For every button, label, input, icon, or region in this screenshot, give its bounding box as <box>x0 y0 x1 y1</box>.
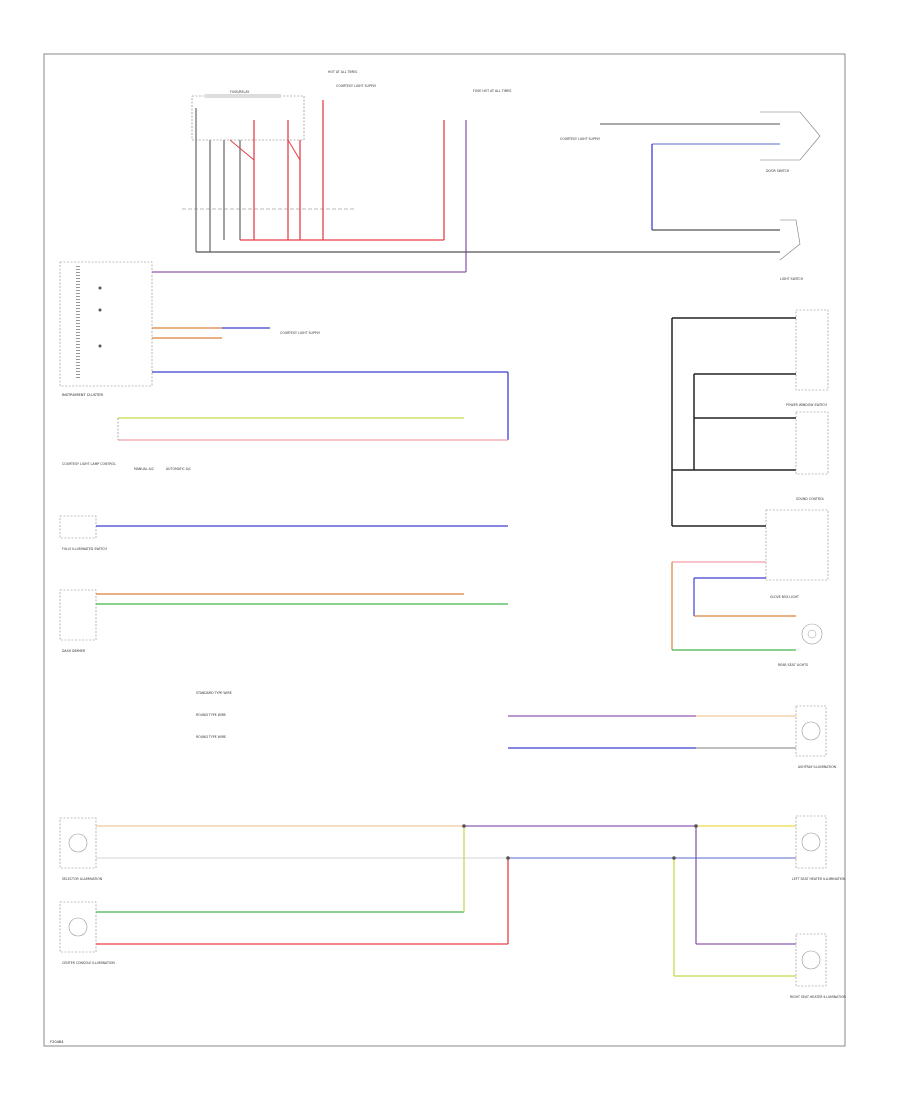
hot-at-all-times-label: HOT AT ALL TIMES <box>328 70 357 74</box>
light-switch-label: LIGHT SWITCH <box>780 277 804 281</box>
power-window-switch-label: POWER WINDOW SWITCH <box>786 403 828 407</box>
note-1: STANDARD TYPE WIRE <box>196 691 232 695</box>
instrument-cluster-label: INSTRUMENT CLUSTER <box>62 393 103 397</box>
sound-control-label: SOUND CONTROL <box>796 497 825 501</box>
figure-code: F20484 <box>50 1040 64 1044</box>
selector-illumination-label: SELECTOR ILLUMINATION <box>62 877 103 881</box>
courtesy-lamp-supply-label: COURTESY LIGHT SUPPLY <box>280 331 320 335</box>
fuse-block <box>182 94 780 272</box>
note-2: ROUND TYPE WIRE <box>196 713 226 717</box>
door-switch-label: DOOR SWITCH <box>766 169 790 173</box>
center-console-illumination-label: CENTER CONSOLE ILLUMINATION <box>62 961 115 965</box>
ashtray-illumination-label: ASHTRAY ILLUMINATION <box>798 765 837 769</box>
diagram-border <box>43 53 846 1047</box>
note-3: ROUND TYPE WIRE <box>196 735 226 739</box>
dash-dimmer <box>59 589 97 641</box>
manual-ac-label: MANUAL A/C <box>134 467 155 471</box>
left-seat-heater-label: LEFT SEAT HEATER ILLUMINATION <box>792 877 846 881</box>
fully-illuminated-switch <box>59 515 97 539</box>
instrument-cluster <box>59 261 153 387</box>
courtesy-light-sw-label: COURTESY LIGHT SUPPLY <box>560 137 600 141</box>
rear-seat-lights-label: REAR SEAT LIGHTS <box>778 663 808 667</box>
right-harness <box>671 309 829 651</box>
door-switch <box>600 111 821 261</box>
fully-illuminated-switch-label: FULLY ILLUMINATED SWITCH <box>62 547 107 551</box>
courtesy-light-supply-label: COURTESY LIGHT SUPPLY <box>336 84 376 88</box>
ashtray-illumination <box>795 705 827 757</box>
dash-dimmer-label: DASH DIMMER <box>62 649 86 653</box>
courtesy-lamp-control-label: COURTESY LIGHT LAMP CONTROL <box>62 462 116 466</box>
fuse-hot-at-all-times-label: FUSE HOT AT ALL TIMES <box>473 89 511 93</box>
glove-box-light-label: GLOVE BOX LIGHT <box>770 595 799 599</box>
bottom-harness <box>59 815 827 987</box>
fuse-block-label: FUSE/RELAY <box>230 90 249 94</box>
automatic-ac-label: AUTOMATIC A/C <box>166 467 192 471</box>
right-seat-heater-label: RIGHT SEAT HEATER ILLUMINATION <box>790 995 847 999</box>
